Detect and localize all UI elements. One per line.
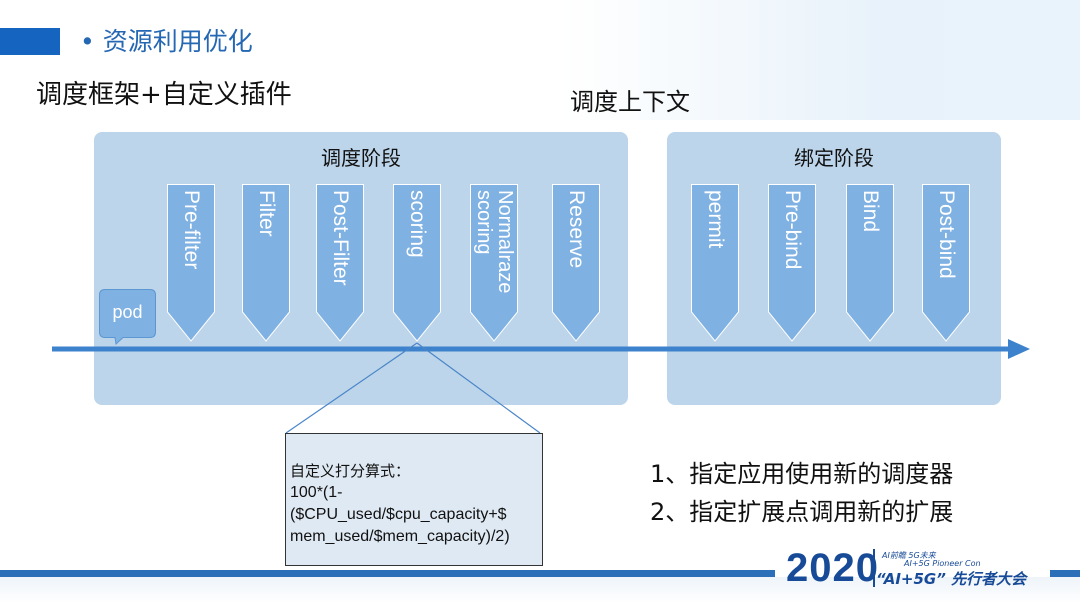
step-shape bbox=[242, 184, 290, 342]
formula-line: ($CPU_used/$cpu_capacity+$ bbox=[290, 506, 507, 523]
heading-context: 调度上下文 bbox=[570, 88, 690, 116]
note-item: 1、指定应用使用新的调度器 bbox=[650, 460, 954, 488]
formula-title: 自定义打分算式： bbox=[290, 462, 411, 480]
footer-bar-right bbox=[1050, 570, 1080, 577]
section-title: • 资源利用优化 bbox=[80, 27, 253, 56]
step-post-filter[interactable]: Post-Filter bbox=[316, 184, 364, 342]
footer-bar bbox=[0, 570, 775, 577]
step-shape bbox=[922, 184, 970, 342]
accent-bar bbox=[0, 28, 60, 55]
logo-conference-name: “AI+5G” 先行者大会 bbox=[876, 570, 1027, 588]
formula-line: mem_used/$mem_capacity)/2) bbox=[290, 528, 510, 545]
step-bind[interactable]: Bind bbox=[846, 184, 894, 342]
logo-tagline: AI前瞻 5G未来 bbox=[882, 551, 936, 560]
binding-phase-label: 绑定阶段 bbox=[794, 146, 874, 170]
step-shape bbox=[552, 184, 600, 342]
notes-list: 1、指定应用使用新的调度器 2、指定扩展点调用新的扩展 bbox=[650, 455, 953, 531]
pod-bubble[interactable]: pod bbox=[99, 289, 156, 345]
step-scoring[interactable]: scoring bbox=[393, 184, 441, 342]
pod-label: pod bbox=[112, 302, 143, 322]
logo-year: 2020 bbox=[786, 546, 879, 590]
step-shape bbox=[470, 184, 518, 342]
step-shape bbox=[846, 184, 894, 342]
step-shape bbox=[167, 184, 215, 342]
step-shape bbox=[768, 184, 816, 342]
step-reserve[interactable]: Reserve bbox=[552, 184, 600, 342]
step-filter[interactable]: Filter bbox=[242, 184, 290, 342]
step-shape bbox=[691, 184, 739, 342]
step-post-bind[interactable]: Post-bind bbox=[922, 184, 970, 342]
step-pre-bind[interactable]: Pre-bind bbox=[768, 184, 816, 342]
step-permit[interactable]: permit bbox=[691, 184, 739, 342]
logo-divider bbox=[873, 549, 875, 587]
note-item: 2、指定扩展点调用新的扩展 bbox=[650, 498, 954, 526]
formula-line: 100*(1- bbox=[290, 484, 343, 501]
footer-background bbox=[0, 577, 1080, 604]
step-shape bbox=[316, 184, 364, 342]
callout-line-right bbox=[416, 342, 541, 434]
callout-line-left bbox=[285, 342, 418, 434]
timeline-arrow-head bbox=[1008, 339, 1030, 359]
heading-framework: 调度框架+自定义插件 bbox=[36, 80, 292, 110]
step-shape bbox=[393, 184, 441, 342]
logo-subtitle: AI+5G Pioneer Con bbox=[904, 559, 981, 568]
step-normalize-scoring[interactable]: Normalraze scoring bbox=[470, 184, 518, 342]
pod-shape bbox=[99, 289, 156, 345]
step-pre-filter[interactable]: Pre-filter bbox=[167, 184, 215, 342]
header-glow bbox=[560, 0, 1080, 120]
formula-callout: 自定义打分算式： 100*(1- ($CPU_used/$cpu_capacit… bbox=[285, 433, 543, 566]
scheduling-phase-label: 调度阶段 bbox=[321, 146, 401, 170]
